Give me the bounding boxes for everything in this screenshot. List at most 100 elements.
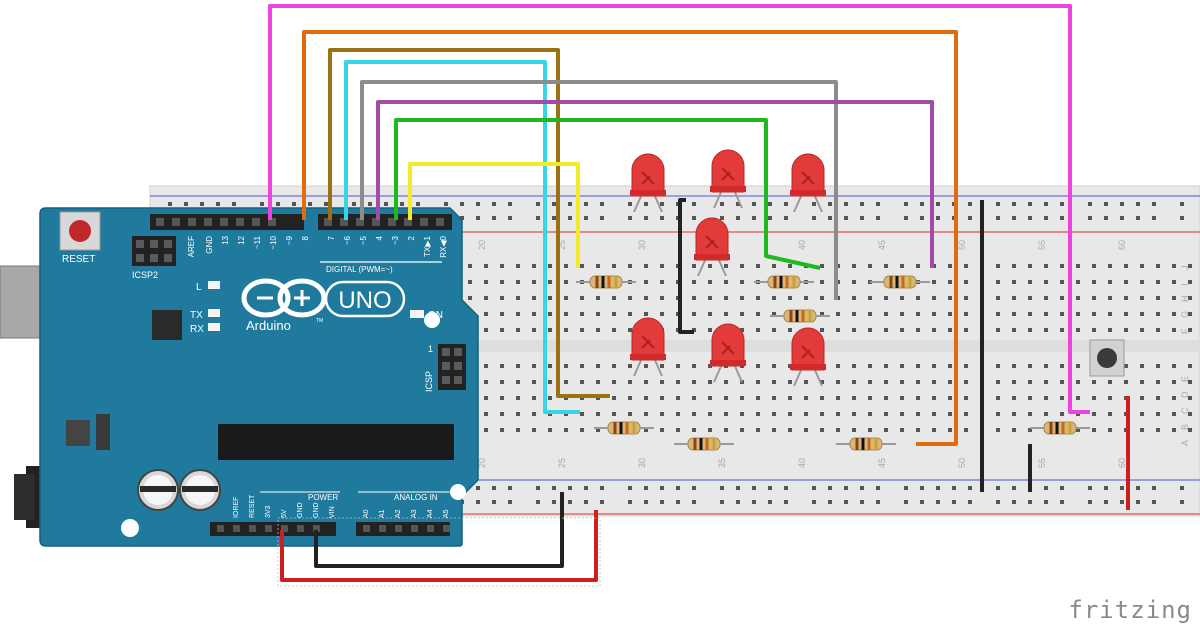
rail-hole xyxy=(552,500,556,504)
rail-hole xyxy=(536,486,540,490)
breadboard-hole xyxy=(612,296,616,300)
rail-hole xyxy=(1012,202,1016,206)
rail-hole xyxy=(968,216,972,220)
resistors xyxy=(576,275,1090,451)
breadboard-hole xyxy=(1188,296,1192,300)
breadboard-hole xyxy=(1060,280,1064,284)
row-letter: I xyxy=(1180,283,1190,286)
breadboard-hole xyxy=(516,380,520,384)
rail-hole xyxy=(752,202,756,206)
breadboard-hole xyxy=(868,428,872,432)
rail-hole xyxy=(568,216,572,220)
breadboard-hole xyxy=(900,428,904,432)
rail-hole xyxy=(600,486,604,490)
breadboard-hole xyxy=(1012,328,1016,332)
breadboard-hole xyxy=(996,380,1000,384)
breadboard-hole xyxy=(596,264,600,268)
breadboard-hole xyxy=(788,428,792,432)
header-pin xyxy=(372,218,380,226)
rail-hole xyxy=(828,486,832,490)
rail-hole xyxy=(1180,216,1184,220)
breadboard-hole xyxy=(1156,280,1160,284)
breadboard-hole xyxy=(996,280,1000,284)
breadboard-hole xyxy=(580,412,584,416)
breadboard-hole xyxy=(852,396,856,400)
breadboard-hole xyxy=(964,328,968,332)
breadboard-hole xyxy=(964,296,968,300)
rail-hole xyxy=(828,202,832,206)
rail-hole xyxy=(844,486,848,490)
reset-label: RESET xyxy=(62,254,95,265)
breadboard-hole xyxy=(1044,328,1048,332)
breadboard-hole xyxy=(564,312,568,316)
breadboard-hole xyxy=(772,264,776,268)
header-pin xyxy=(340,218,348,226)
breadboard-hole xyxy=(1156,264,1160,268)
breadboard-hole xyxy=(532,364,536,368)
breadboard-hole xyxy=(836,380,840,384)
rail-hole xyxy=(508,202,512,206)
breadboard-hole xyxy=(676,428,680,432)
rail-hole xyxy=(996,216,1000,220)
breadboard-hole xyxy=(740,328,744,332)
rail-hole xyxy=(1044,216,1048,220)
breadboard-hole xyxy=(1060,412,1064,416)
breadboard-hole xyxy=(788,380,792,384)
rail-hole xyxy=(736,500,740,504)
breadboard-hole xyxy=(532,264,536,268)
breadboard-hole xyxy=(1076,396,1080,400)
power-header xyxy=(210,522,336,536)
breadboard-hole xyxy=(1188,380,1192,384)
breadboard-hole xyxy=(580,364,584,368)
breadboard-hole xyxy=(1172,296,1176,300)
breadboard-hole xyxy=(1076,428,1080,432)
breadboard-hole xyxy=(948,380,952,384)
breadboard-hole xyxy=(740,412,744,416)
rail-hole xyxy=(876,500,880,504)
digital-pin-labels-left: AREF GND 13 12 ~11 ~10 ~9 8 xyxy=(187,235,310,257)
breadboard-hole xyxy=(1012,380,1016,384)
breadboard-hole xyxy=(1108,264,1112,268)
rail-hole xyxy=(768,216,772,220)
led-l-label: L xyxy=(196,282,202,293)
breadboard-hole xyxy=(916,296,920,300)
rail-hole xyxy=(904,486,908,490)
breadboard-hole xyxy=(500,364,504,368)
breadboard-hole xyxy=(916,396,920,400)
breadboard-hole xyxy=(1172,380,1176,384)
rail-hole xyxy=(1136,216,1140,220)
pushbutton[interactable] xyxy=(1089,339,1125,377)
wire-cyan xyxy=(344,60,580,414)
breadboard-hole xyxy=(692,396,696,400)
breadboard-hole xyxy=(804,428,808,432)
breadboard-hole xyxy=(692,280,696,284)
rail-hole xyxy=(1180,486,1184,490)
breadboard-hole xyxy=(1044,396,1048,400)
pin-label: A5 xyxy=(443,509,450,518)
rail-hole xyxy=(1060,202,1064,206)
rail-hole xyxy=(584,500,588,504)
breadboard-hole xyxy=(964,412,968,416)
breadboard-hole xyxy=(948,396,952,400)
breadboard-hole xyxy=(1140,396,1144,400)
breadboard-hole xyxy=(644,396,648,400)
rail-hole xyxy=(292,202,296,206)
pin-label: 3V3 xyxy=(265,505,272,518)
rail-hole xyxy=(692,202,696,206)
breadboard-hole xyxy=(1044,412,1048,416)
rail-hole xyxy=(860,202,864,206)
rail-hole xyxy=(968,202,972,206)
rail-hole xyxy=(644,202,648,206)
breadboard-hole xyxy=(660,428,664,432)
breadboard-hole xyxy=(996,312,1000,316)
header-pin xyxy=(188,218,196,226)
breadboard-hole xyxy=(756,428,760,432)
breadboard-hole xyxy=(820,396,824,400)
breadboard-hole xyxy=(548,264,552,268)
rail-hole xyxy=(1136,202,1140,206)
breadboard-hole xyxy=(1108,328,1112,332)
breadboard-hole xyxy=(1140,428,1144,432)
breadboard-hole xyxy=(548,312,552,316)
breadboard-hole xyxy=(852,280,856,284)
breadboard-hole xyxy=(836,428,840,432)
